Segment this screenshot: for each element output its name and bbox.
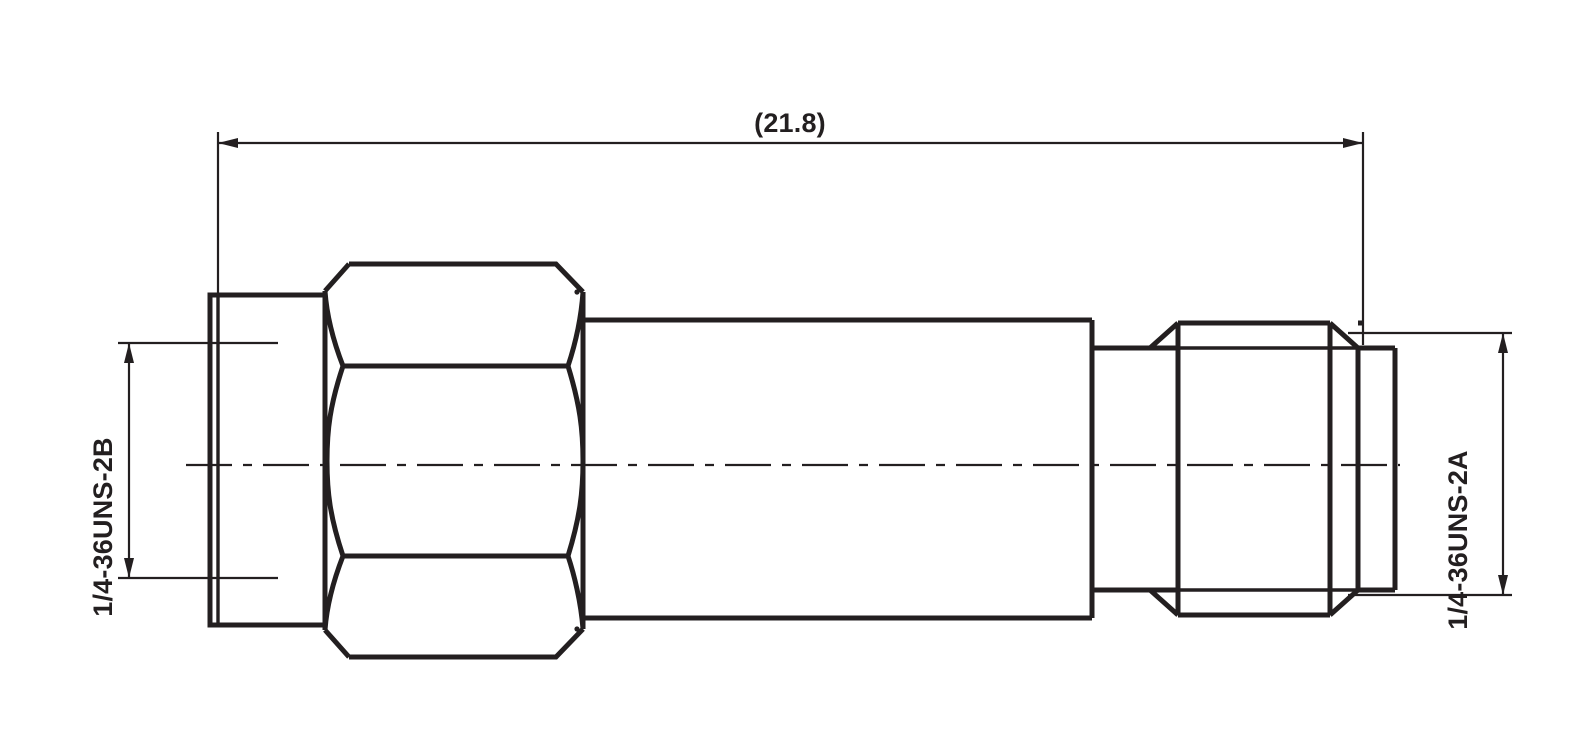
overall-length-dimension: (21.8)	[216, 108, 1365, 345]
hexnut-arc-right-upper	[565, 291, 586, 367]
hexnut-arc-left-mid-lower	[324, 460, 346, 557]
hexnut-arc-right-mid-upper	[565, 365, 586, 462]
left-coupling-nut-collar	[207, 292, 328, 628]
collar-outline	[207, 292, 328, 628]
thread-left-chamfer-top	[1148, 321, 1180, 350]
left-dim-arrow-top	[124, 343, 134, 363]
left-thread-label: 1/4-36UNS-2B	[88, 437, 118, 616]
thread-right-chamfer-top	[1328, 321, 1360, 350]
hexnut-vertex-dot-top	[574, 289, 580, 295]
right-thread-dimension: 1/4-36UNS-2A	[1348, 331, 1512, 630]
thread-left-chamfer-bottom	[1148, 588, 1180, 617]
right-dim-arrow-bottom	[1498, 575, 1508, 595]
hex-nut	[322, 261, 586, 660]
overall-length-label: (21.8)	[754, 108, 826, 138]
right-thread-label: 1/4-36UNS-2A	[1443, 450, 1473, 629]
hexnut-arc-left-lower	[322, 555, 346, 631]
reduced-neck	[1092, 345, 1178, 593]
hexnut-top-face	[349, 261, 585, 294]
threaded-male-section	[1148, 320, 1395, 618]
hexnut-arc-right-mid-lower	[565, 460, 586, 557]
main-body-barrel	[583, 317, 1095, 621]
hexnut-arc-right-lower	[565, 555, 586, 630]
hexnut-arc-left-upper	[322, 290, 346, 367]
left-dim-arrow-bottom	[124, 558, 134, 578]
hexnut-bottom-face	[349, 627, 585, 660]
thread-right-chamfer-bottom	[1328, 588, 1360, 617]
hexnut-top-left-chamfer	[323, 262, 351, 293]
hexnut-arc-left-mid-upper	[324, 365, 346, 462]
left-thread-dimension: 1/4-36UNS-2B	[88, 341, 278, 617]
hexnut-bottom-left-chamfer	[323, 628, 351, 659]
overall-dim-arrow-right	[1343, 138, 1363, 148]
end-chamfer-tip	[1355, 320, 1398, 593]
right-dim-arrow-top	[1498, 333, 1508, 353]
hexnut-vertex-dot-bottom	[574, 626, 580, 632]
overall-dim-arrow-left	[218, 138, 238, 148]
